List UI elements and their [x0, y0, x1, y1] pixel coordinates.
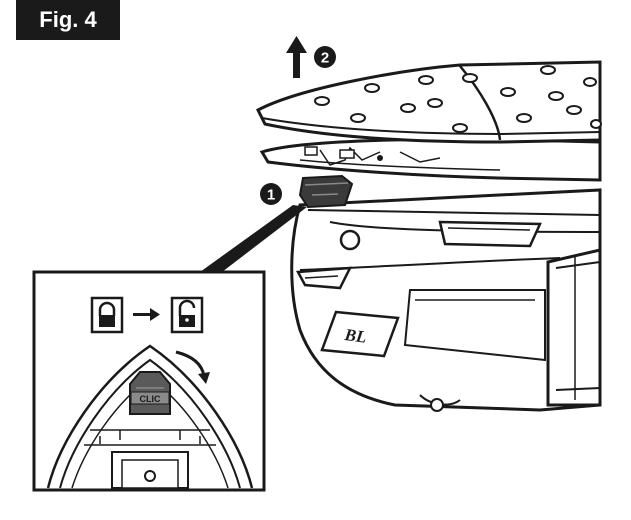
sander-top-view	[46, 344, 254, 489]
figure-label: Fig. 4	[16, 0, 120, 40]
release-button	[298, 174, 354, 209]
clic-button-label: CLIC	[140, 394, 161, 404]
unlocked-padlock-icon	[170, 296, 204, 334]
right-arrow-icon	[133, 308, 160, 321]
locked-padlock-icon	[90, 296, 124, 334]
tool-logo-text: BL	[343, 325, 368, 347]
step-2-number: 2	[321, 50, 329, 67]
lift-arrow-icon	[286, 36, 307, 78]
detail-inset: CLIC	[32, 270, 266, 492]
clic-release-button: CLIC	[129, 371, 171, 415]
step-1-marker: 1	[260, 183, 282, 205]
callout-pointer	[200, 205, 307, 272]
step-1-number: 1	[267, 187, 275, 204]
sanding-pad	[255, 60, 602, 144]
rotate-arrow-head	[198, 372, 210, 384]
rotate-arrow-icon	[175, 350, 206, 377]
step-2-marker: 2	[314, 46, 336, 68]
sander-base-plate	[259, 137, 602, 182]
sander-body	[290, 188, 602, 412]
